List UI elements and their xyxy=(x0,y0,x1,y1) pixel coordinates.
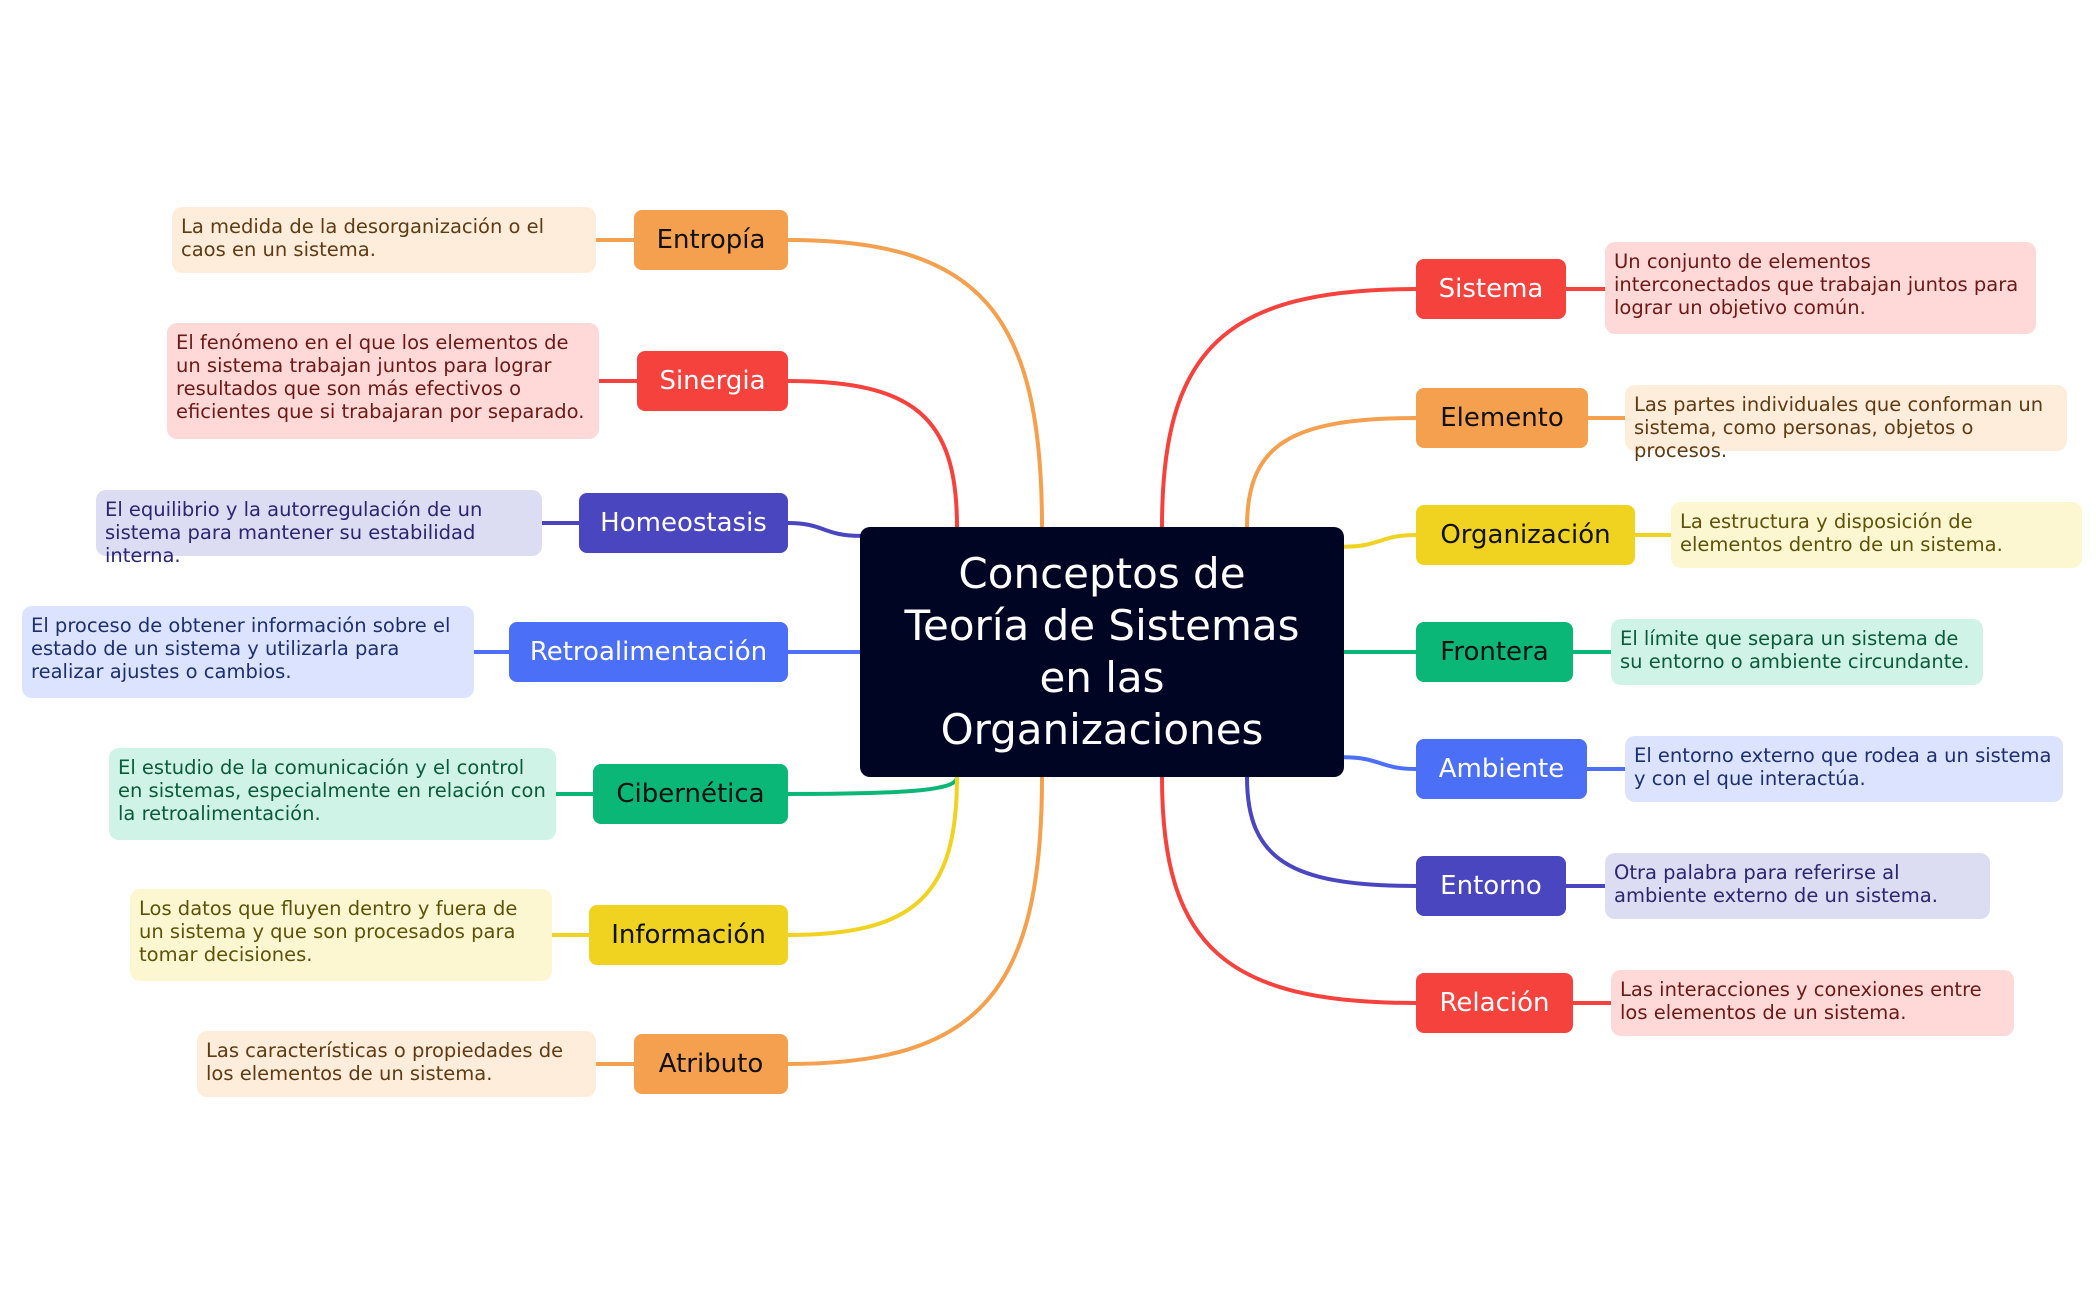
connector-atributo xyxy=(786,775,1044,1066)
topic-frontera[interactable]: Frontera xyxy=(1416,622,1573,682)
description-frontera: El límite que separa un sistema de su en… xyxy=(1611,619,1983,685)
central-topic[interactable]: Conceptos de Teoría de Sistemas en las O… xyxy=(860,527,1344,777)
topic-organizacion[interactable]: Organización xyxy=(1416,505,1635,565)
description-retroalimentacion: El proceso de obtener información sobre … xyxy=(22,606,474,698)
connector-homeostasis xyxy=(786,521,862,538)
connector-cibernetica xyxy=(786,775,959,796)
description-relacion: Las interacciones y conexiones entre los… xyxy=(1611,970,2014,1036)
topic-atributo[interactable]: Atributo xyxy=(634,1034,788,1094)
topic-cibernetica[interactable]: Cibernética xyxy=(593,764,788,824)
description-ambiente: El entorno externo que rodea a un sistem… xyxy=(1625,736,2063,802)
description-entorno: Otra palabra para referirse al ambiente … xyxy=(1605,853,1990,919)
connector-informacion xyxy=(786,775,959,937)
connector-elemento xyxy=(1245,416,1418,529)
description-sistema: Un conjunto de elementos interconectados… xyxy=(1605,242,2036,334)
connector-entropia xyxy=(786,238,1044,529)
description-informacion: Los datos que fluyen dentro y fuera de u… xyxy=(130,889,552,981)
connector-entorno xyxy=(1245,775,1418,888)
connector-sinergia xyxy=(786,379,959,529)
connector-ambiente xyxy=(1342,755,1418,771)
topic-entorno[interactable]: Entorno xyxy=(1416,856,1566,916)
topic-ambiente[interactable]: Ambiente xyxy=(1416,739,1587,799)
topic-entropia[interactable]: Entropía xyxy=(634,210,788,270)
topic-homeostasis[interactable]: Homeostasis xyxy=(579,493,788,553)
description-entropia: La medida de la desorganización o el cao… xyxy=(172,207,596,273)
topic-elemento[interactable]: Elemento xyxy=(1416,388,1588,448)
description-organizacion: La estructura y disposición de elementos… xyxy=(1671,502,2082,568)
description-elemento: Las partes individuales que conforman un… xyxy=(1625,385,2067,462)
topic-sinergia[interactable]: Sinergia xyxy=(637,351,788,411)
connector-organizacion xyxy=(1342,533,1418,549)
topic-sistema[interactable]: Sistema xyxy=(1416,259,1566,319)
description-cibernetica: El estudio de la comunicación y el contr… xyxy=(109,748,556,840)
description-sinergia: El fenómeno en el que los elementos de u… xyxy=(167,323,599,439)
connector-sistema xyxy=(1160,287,1418,529)
description-homeostasis: El equilibrio y la autorregulación de un… xyxy=(96,490,542,567)
description-atributo: Las características o propiedades de los… xyxy=(197,1031,596,1097)
topic-informacion[interactable]: Información xyxy=(589,905,788,965)
topic-relacion[interactable]: Relación xyxy=(1416,973,1573,1033)
topic-retroalimentacion[interactable]: Retroalimentación xyxy=(509,622,788,682)
connector-relacion xyxy=(1160,775,1418,1005)
